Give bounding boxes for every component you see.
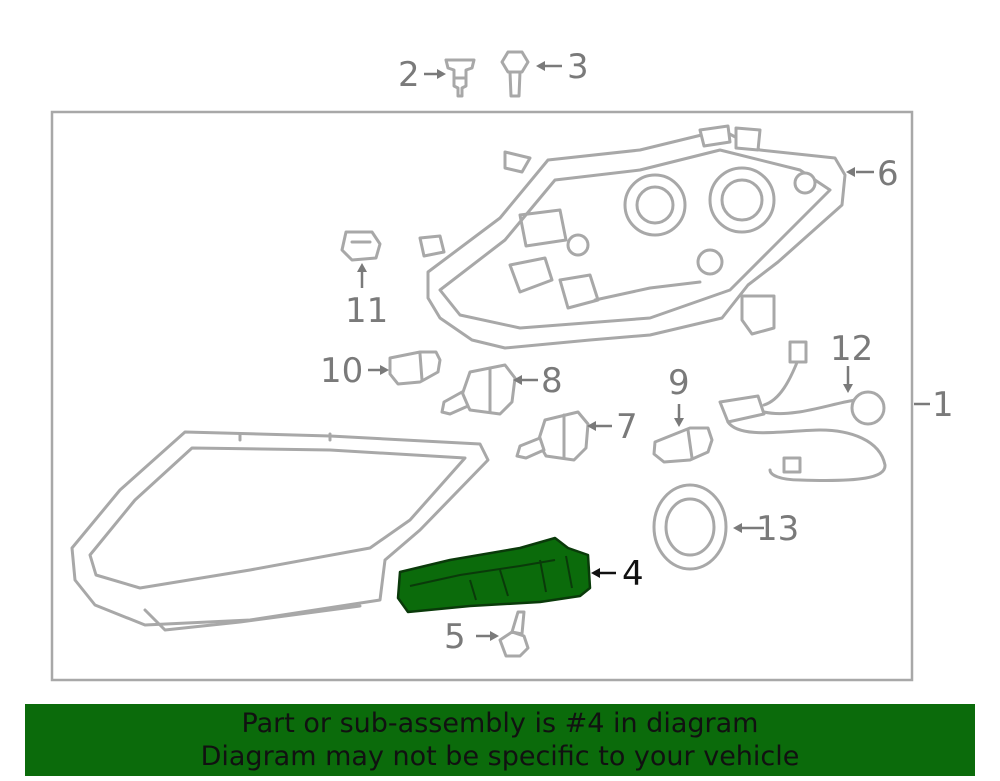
callout-6: 6 [877,154,899,194]
part-6-housing[interactable] [418,124,847,350]
callout-1: 1 [932,385,954,425]
callout-10: 10 [320,351,363,391]
callout-8: 8 [541,361,563,401]
callout-7: 7 [616,407,638,447]
part-4-bracket[interactable] [396,536,592,614]
banner-line-2: Diagram may not be specific to your vehi… [200,741,800,772]
part-7-bulb[interactable] [515,410,590,462]
part-8-bulb[interactable] [440,363,517,416]
callout-11: 11 [345,291,388,331]
callout-4: 4 [622,554,644,594]
leader-arrows [357,61,930,641]
callout-12: 12 [830,329,873,369]
banner-line-1: Part or sub-assembly is #4 in diagram [241,708,759,739]
assembly-frame [50,110,914,682]
callout-9: 9 [668,363,690,403]
part-10-bulb[interactable] [388,350,442,386]
callout-5: 5 [444,617,466,657]
part-2-clip[interactable] [444,58,476,98]
part-9-bulb[interactable] [652,426,714,464]
part-11-clip[interactable] [340,230,382,262]
part-3-bolt[interactable] [500,50,530,98]
parts-diagram: 2 3 6 11 10 8 7 9 12 1 13 4 5 [50,47,954,682]
part-13-grommet[interactable] [652,483,728,571]
headlamp-lens[interactable] [70,430,490,632]
info-banner: Part or sub-assembly is #4 in diagram Di… [25,704,975,776]
part-5-screw[interactable] [498,610,530,658]
callout-3: 3 [567,47,589,87]
callout-2: 2 [398,55,420,95]
callout-13: 13 [756,509,799,549]
part-12-harness[interactable] [718,340,887,482]
